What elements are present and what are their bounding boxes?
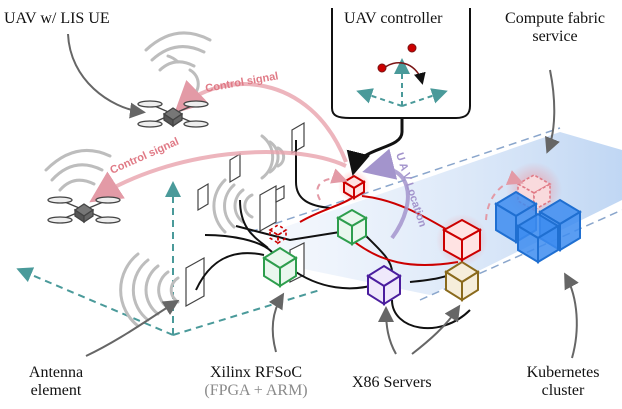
label-antenna-line1: Antenna bbox=[28, 364, 84, 381]
label-compute-fabric-line1: Compute fabric bbox=[505, 10, 605, 27]
label-compute-fabric: Compute fabric service bbox=[490, 10, 620, 46]
label-pointers bbox=[67, 33, 579, 359]
migration-arrows bbox=[316, 168, 524, 221]
workload-cube-large bbox=[441, 218, 483, 262]
uav-controller-box bbox=[331, 8, 471, 176]
x86-server-cube-2 bbox=[444, 260, 480, 302]
label-compute-fabric-line2: service bbox=[532, 28, 578, 45]
rfsoc-cube-secondary bbox=[335, 208, 369, 246]
label-antenna-line2: element bbox=[30, 382, 82, 399]
kubernetes-cubes bbox=[494, 190, 582, 264]
drone-upper bbox=[137, 100, 209, 128]
rfsoc-cube-main bbox=[262, 246, 298, 288]
label-uav-controller: UAV controller bbox=[344, 10, 443, 27]
drone-lower bbox=[47, 196, 121, 224]
label-uav-lis-ue: UAV w/ LIS UE bbox=[4, 10, 110, 27]
label-k8s-line1: Kubernetes bbox=[526, 364, 600, 381]
radio-waves bbox=[44, 31, 286, 328]
label-xilinx-rfsoc: Xilinx RFSoC (FPGA + ARM) bbox=[186, 364, 326, 400]
label-rfsoc-line2: (FPGA + ARM) bbox=[204, 382, 308, 399]
control-signal-label-upper: Control signal bbox=[204, 70, 279, 95]
label-k8s-line2: cluster bbox=[541, 382, 585, 399]
label-rfsoc-line1: Xilinx RFSoC bbox=[209, 364, 303, 381]
label-kubernetes-cluster: Kubernetes cluster bbox=[508, 364, 618, 400]
label-x86-servers: X86 Servers bbox=[352, 374, 432, 391]
x86-server-cube-1 bbox=[366, 264, 402, 306]
workload-ghost-cube bbox=[268, 224, 288, 245]
control-signal-label-lower: Control signal bbox=[108, 136, 180, 177]
label-antenna-element: Antenna element bbox=[10, 364, 102, 400]
control-signal-arrows bbox=[89, 79, 348, 203]
workload-cube-small bbox=[342, 174, 366, 200]
